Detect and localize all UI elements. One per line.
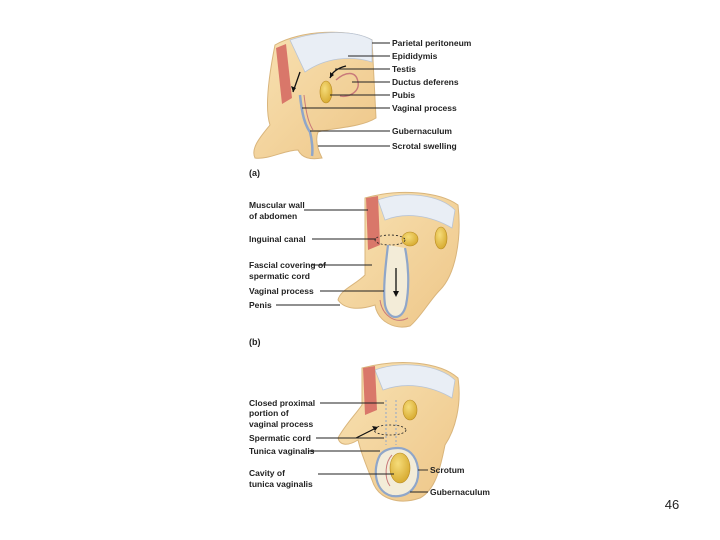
label-muscular-wall: Muscular wall	[249, 200, 305, 210]
panel-b-labels: Muscular wall of abdomen Inguinal canal …	[249, 200, 326, 347]
label-ductus-deferens: Ductus deferens	[392, 77, 459, 87]
label-penis: Penis	[249, 300, 272, 310]
label-cavity-of: Cavity of	[249, 468, 285, 478]
label-cavity-of-2: tunica vaginalis	[249, 479, 313, 489]
panel-a-labels: Parietal peritoneum Epididymis Testis Du…	[249, 38, 472, 178]
label-vaginal-process-a: Vaginal process	[392, 103, 457, 113]
panel-b-tag: (b)	[249, 337, 261, 347]
panel-c-labels: Closed proximal portion of vaginal proce…	[249, 398, 490, 497]
label-tunica-vaginalis: Tunica vaginalis	[249, 446, 315, 456]
label-gubernaculum-a: Gubernaculum	[392, 126, 452, 136]
label-closed-proximal-3: vaginal process	[249, 419, 314, 429]
panel-c-leaders	[308, 402, 428, 493]
label-closed-proximal-2: portion of	[249, 408, 289, 418]
panel-c-illustration	[337, 362, 460, 502]
label-gubernaculum-c: Gubernaculum	[430, 487, 490, 497]
label-scrotum: Scrotum	[430, 465, 465, 475]
page-number: 46	[664, 497, 680, 512]
panel-b-illustration	[337, 191, 460, 328]
panel-b-leaders	[276, 209, 384, 306]
panel-a-tag: (a)	[249, 168, 260, 178]
label-scrotal-swelling: Scrotal swelling	[392, 141, 457, 151]
label-fascial-covering-2: spermatic cord	[249, 271, 310, 281]
label-muscular-wall-2: of abdomen	[249, 211, 297, 221]
label-epididymis: Epididymis	[392, 51, 438, 61]
label-inguinal-canal: Inguinal canal	[249, 234, 306, 244]
panel-a-leaders	[302, 42, 390, 147]
label-spermatic-cord: Spermatic cord	[249, 433, 311, 443]
label-pubis: Pubis	[392, 90, 415, 100]
label-closed-proximal: Closed proximal	[249, 398, 315, 408]
label-testis: Testis	[392, 64, 416, 74]
label-fascial-covering: Fascial covering of	[249, 260, 326, 270]
panel-a-illustration	[253, 31, 377, 160]
label-vaginal-process-b: Vaginal process	[249, 286, 314, 296]
label-parietal-peritoneum: Parietal peritoneum	[392, 38, 472, 48]
